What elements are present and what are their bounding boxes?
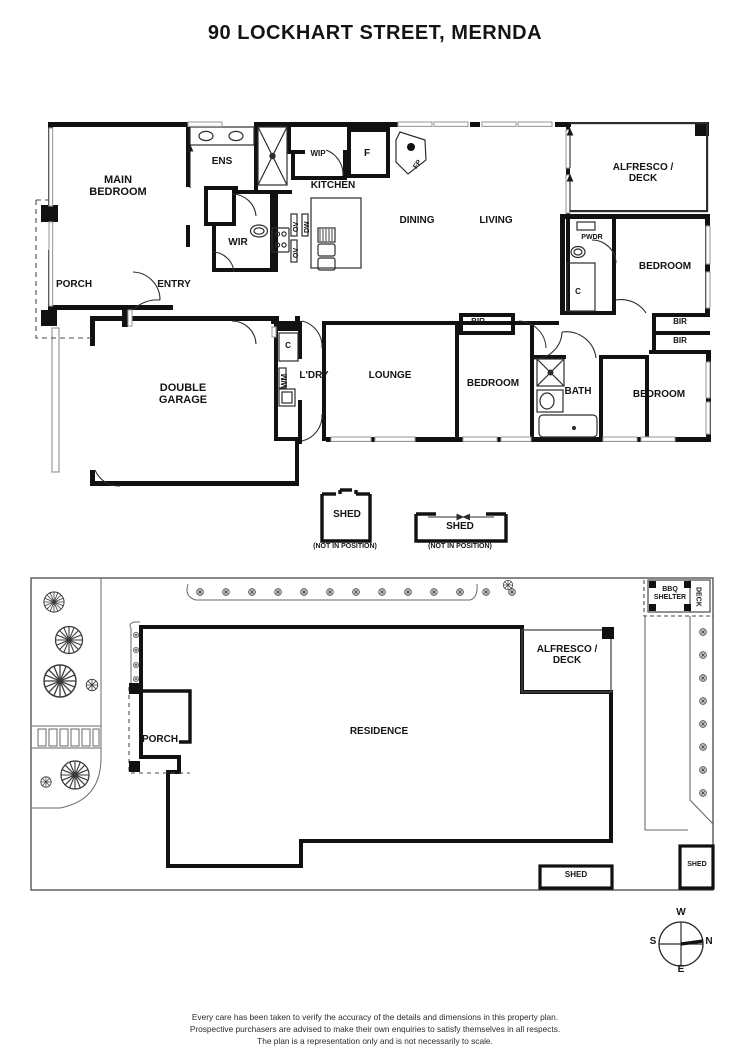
site-label-bbq-shelter: BBQ SHELTER bbox=[653, 586, 687, 601]
room-label-wip: WIP bbox=[310, 149, 326, 158]
siteplan-linework bbox=[30, 577, 715, 891]
room-label-lounge: LOUNGE bbox=[368, 370, 412, 381]
room-label-kitchen: KITCHEN bbox=[310, 180, 356, 191]
shed-label-2: SHED bbox=[446, 521, 474, 532]
disclaimer-line-2: Prospective purchasers are advised to ma… bbox=[189, 1023, 561, 1034]
room-label-bath: BATH bbox=[564, 386, 592, 397]
disclaimer-line-1: Every care has been taken to verify the … bbox=[191, 1012, 559, 1022]
room-label-alfresco-deck: ALFRESCO / DECK bbox=[612, 162, 674, 184]
room-label-dining: DINING bbox=[399, 215, 435, 226]
site-label-shed-1: SHED bbox=[564, 870, 588, 879]
appliance-label-oven-2: OV bbox=[293, 247, 300, 259]
site-label-alfresco-deck: ALFRESCO / DECK bbox=[536, 644, 598, 666]
appliance-label-oven-1: OV bbox=[293, 221, 300, 233]
site-label-shed-2: SHED bbox=[687, 861, 707, 868]
storage-label-bir-mid: BIR bbox=[471, 317, 485, 326]
room-label-bedroom-3: BEDROOM bbox=[466, 378, 520, 389]
room-label-porch: PORCH bbox=[55, 279, 93, 290]
disclaimer: Every care has been taken to verify the … bbox=[0, 1012, 750, 1047]
room-label-powder-room: PWDR bbox=[581, 234, 603, 241]
shed-note-1: (NOT IN POSITION) bbox=[313, 543, 377, 550]
storage-label-cupboard-laundry: C bbox=[285, 341, 291, 350]
room-label-entry: ENTRY bbox=[157, 279, 191, 290]
room-label-bedroom-2: BEDROOM bbox=[638, 261, 692, 272]
detached-sheds bbox=[320, 488, 508, 543]
compass-label-north: N bbox=[705, 936, 713, 947]
appliance-label-fridge: F bbox=[363, 148, 371, 159]
compass-label-west: W bbox=[676, 907, 686, 918]
floorplan-walls bbox=[30, 121, 715, 967]
compass-label-east: E bbox=[677, 964, 685, 975]
compass-label-south: S bbox=[649, 936, 657, 947]
storage-label-bir-right-2: BIR bbox=[673, 336, 687, 345]
room-label-living: LIVING bbox=[479, 215, 513, 226]
appliance-label-dishwasher: DW bbox=[304, 221, 311, 233]
storage-label-bir-right-1: BIR bbox=[673, 317, 687, 326]
shed-label-1: SHED bbox=[333, 509, 361, 520]
storage-label-cupboard-powder: C bbox=[575, 287, 581, 296]
page-title: 90 LOCKHART STREET, MERNDA bbox=[207, 22, 543, 44]
room-label-wir: WIR bbox=[228, 237, 248, 248]
room-label-ens: ENS bbox=[211, 156, 233, 167]
site-label-porch: PORCH bbox=[141, 734, 179, 745]
appliance-label-washing-machine: WM bbox=[280, 373, 289, 389]
site-label-residence: RESIDENCE bbox=[349, 726, 409, 737]
shed-note-2: (NOT IN POSITION) bbox=[428, 543, 492, 550]
site-label-deck: DECK bbox=[694, 587, 702, 607]
room-label-double-garage: DOUBLE GARAGE bbox=[158, 382, 208, 406]
room-label-bedroom-4: BEDROOM bbox=[632, 389, 686, 400]
compass-rose-graphic bbox=[658, 921, 704, 967]
room-label-laundry: L'DRY bbox=[299, 370, 329, 381]
disclaimer-line-3: The plan is a representation only and is… bbox=[257, 1035, 493, 1046]
room-label-main-bedroom: MAIN BEDROOM bbox=[89, 174, 147, 198]
